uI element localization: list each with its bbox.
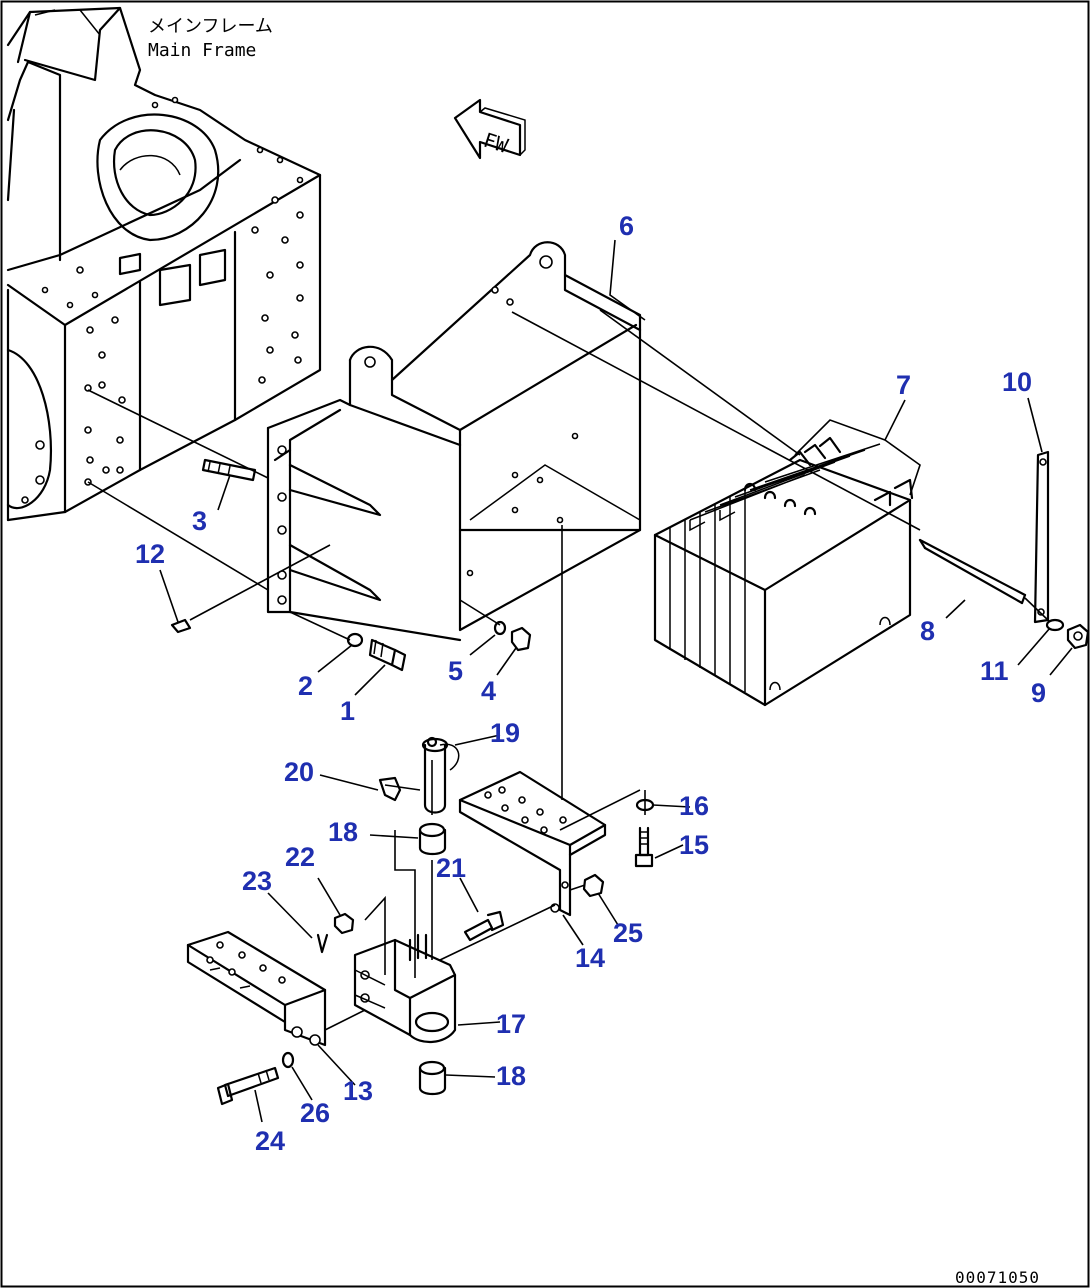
bushing-18-lower [418, 1060, 447, 1096]
washer-26 [281, 1051, 295, 1069]
assembly-lines [87, 309, 1051, 1031]
callout-16: 16 [679, 791, 709, 821]
bolt-21 [463, 910, 505, 942]
main-frame [6, 6, 322, 522]
forward-arrow: FW [453, 98, 526, 160]
plug-12 [170, 618, 192, 634]
callout-numbers: 1 2 3 4 5 6 7 8 9 10 11 12 13 14 15 16 1… [135, 211, 1046, 1156]
counterweight-plates [653, 436, 914, 707]
strap [1033, 450, 1050, 624]
bolt-1 [368, 638, 407, 672]
nut-4 [510, 626, 532, 652]
washer-5 [493, 620, 507, 636]
bracket-14 [458, 770, 607, 917]
nut-9 [1066, 623, 1090, 650]
frame-label-en: Main Frame [148, 40, 256, 61]
callout-8: 8 [920, 616, 935, 646]
washer-11 [1045, 618, 1065, 632]
callout-26: 26 [300, 1098, 330, 1128]
callout-12: 12 [135, 539, 165, 569]
drawing-code: 00071050 [955, 1268, 1040, 1287]
forward-label: FW [481, 128, 512, 159]
callout-7: 7 [896, 370, 911, 400]
callout-1: 1 [340, 696, 355, 726]
callout-24: 24 [255, 1126, 285, 1156]
callout-13: 13 [343, 1076, 373, 1106]
callout-5: 5 [448, 656, 463, 686]
callout-21: 21 [436, 853, 466, 883]
callout-11: 11 [980, 656, 1009, 686]
callout-9: 9 [1031, 678, 1046, 708]
nut-22 [333, 912, 355, 935]
callout-22: 22 [285, 842, 315, 872]
callout-23: 23 [242, 866, 272, 896]
callout-2: 2 [298, 671, 313, 701]
callout-18-lower: 18 [496, 1061, 526, 1091]
bracket-13 [186, 930, 327, 1047]
frame-holes [21, 96, 304, 504]
clip-20 [378, 776, 402, 802]
hitch-17 [353, 933, 457, 1043]
callout-25: 25 [613, 918, 643, 948]
callout-19: 19 [490, 718, 520, 748]
callout-10: 10 [1002, 367, 1032, 397]
weight-bracket [266, 241, 642, 642]
rod [918, 538, 1027, 605]
bolt-15 [634, 826, 654, 868]
callout-3: 3 [192, 506, 207, 536]
bolt-24 [216, 1066, 280, 1106]
washer-2 [346, 632, 364, 648]
frame-label-jp: メインフレーム [148, 16, 273, 37]
callout-17: 17 [496, 1009, 526, 1039]
callout-6: 6 [619, 211, 634, 241]
callout-14: 14 [575, 943, 605, 973]
stud-3 [201, 458, 257, 482]
callout-4: 4 [481, 676, 496, 706]
nut-25 [582, 873, 605, 898]
callout-leaders [159, 239, 1073, 1123]
bushing-18-upper [418, 822, 447, 856]
callout-20: 20 [284, 757, 314, 787]
pin-19 [421, 736, 460, 814]
callout-15: 15 [679, 830, 709, 860]
callout-18-upper: 18 [328, 817, 358, 847]
cotter-pin-23 [316, 933, 329, 954]
